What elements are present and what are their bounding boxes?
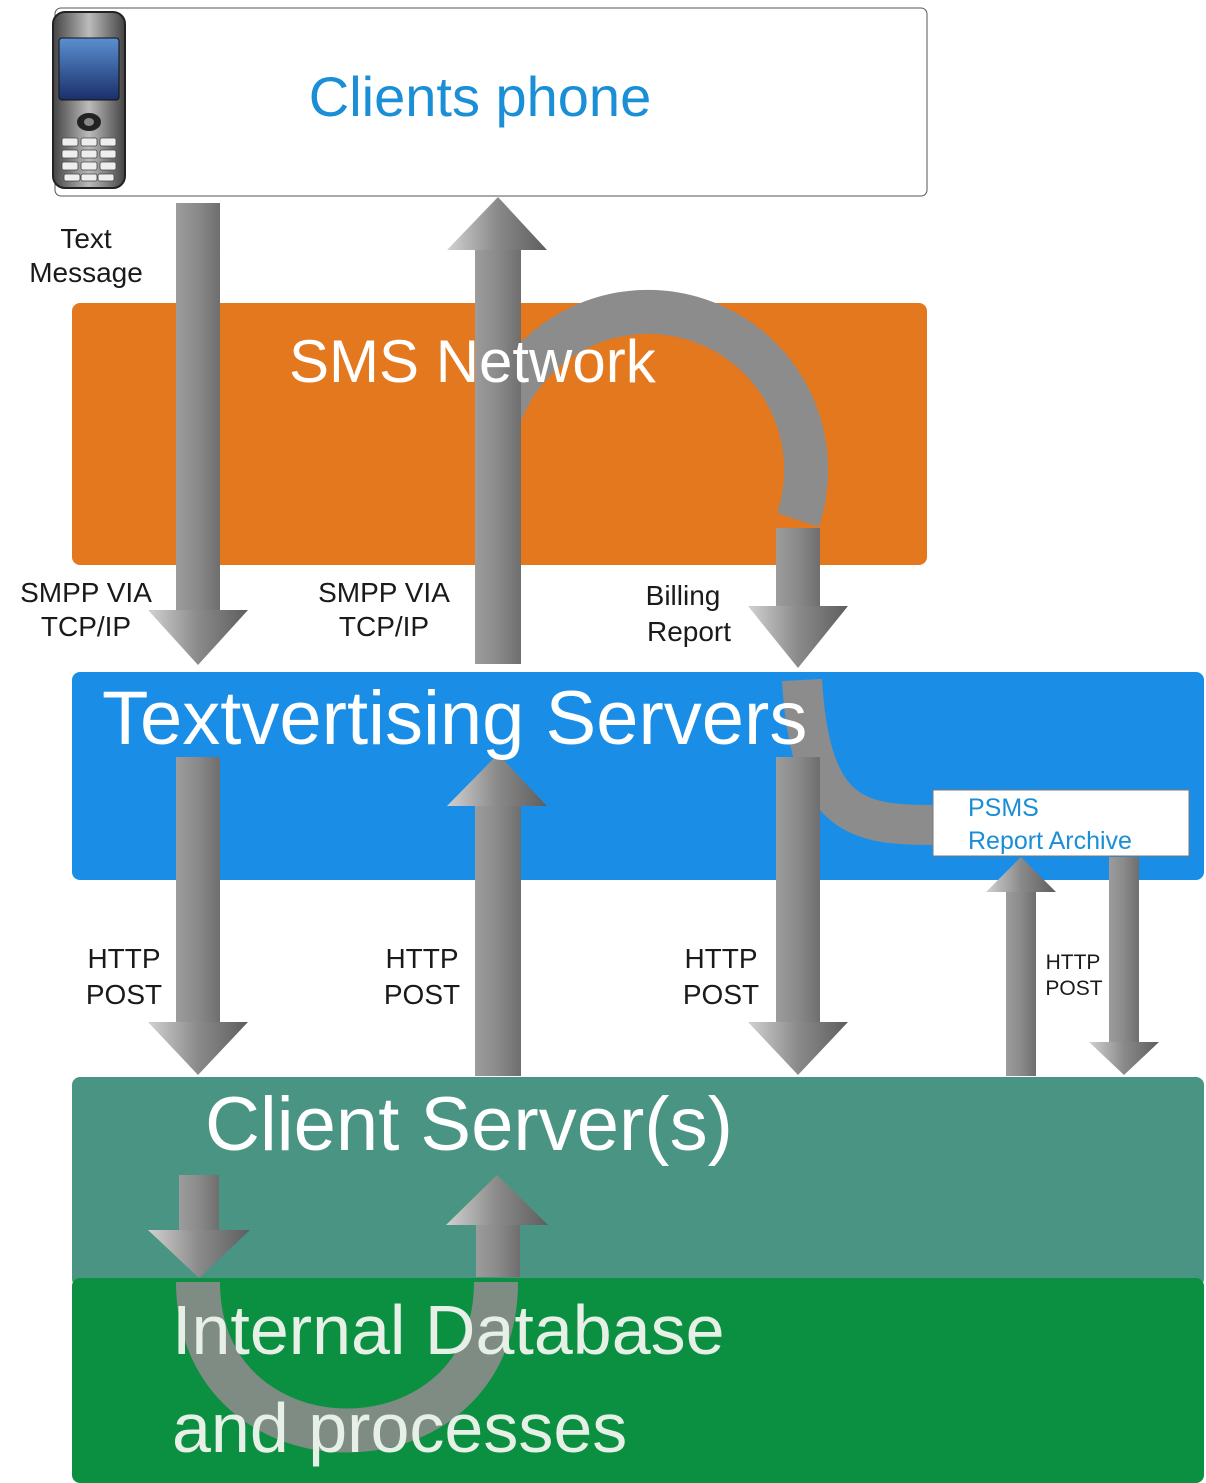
billing-report-label-line2: Report bbox=[647, 616, 731, 647]
textvertising-servers-title: Textvertising Servers bbox=[102, 676, 807, 761]
internal-database-line1: Internal Database bbox=[172, 1291, 725, 1369]
arrow-text-message-down bbox=[148, 203, 248, 665]
arrow-http-post-archive-up bbox=[986, 857, 1056, 1076]
http-post-3-label-line2: POST bbox=[683, 979, 759, 1010]
http-post-2-label-line2: POST bbox=[384, 979, 460, 1010]
arrow-http-post-3-down bbox=[748, 757, 848, 1075]
sms-network-title: SMS Network bbox=[289, 328, 657, 395]
arrow-http-post-1-down bbox=[148, 757, 248, 1075]
client-servers-box bbox=[72, 1077, 1204, 1287]
psms-archive-line2: Report Archive bbox=[968, 827, 1132, 855]
psms-report-archive-box bbox=[932, 789, 1190, 857]
psms-archive-line1: PSMS bbox=[968, 794, 1039, 822]
smpp-down-label-line1: SMPP VIA bbox=[20, 577, 152, 608]
client-servers-title: Client Server(s) bbox=[205, 1082, 733, 1167]
http-post-1-label-line2: POST bbox=[86, 979, 162, 1010]
arrow-client-to-db-down bbox=[148, 1175, 250, 1278]
http-post-2-label-line1: HTTP bbox=[385, 943, 458, 974]
text-message-label-line1: Text bbox=[60, 223, 112, 254]
smpp-up-label-line1: SMPP VIA bbox=[318, 577, 450, 608]
http-post-archive-label-line1: HTTP bbox=[1046, 951, 1101, 974]
smpp-down-label-line2: TCP/IP bbox=[41, 611, 131, 642]
clients-phone-title: Clients phone bbox=[309, 65, 651, 128]
database-loop-connector bbox=[176, 1281, 518, 1453]
mobile-phone-icon bbox=[52, 11, 126, 189]
internal-database-line2: and processes bbox=[172, 1389, 627, 1467]
billing-report-label-line1: Billing bbox=[646, 580, 721, 611]
arrow-billing-down bbox=[748, 528, 848, 668]
archive-connector bbox=[782, 678, 936, 845]
billing-arc-connector bbox=[477, 289, 829, 527]
http-post-1-label-line1: HTTP bbox=[87, 943, 160, 974]
text-message-label-line2: Message bbox=[29, 257, 143, 288]
arrow-db-to-client-up bbox=[446, 1175, 548, 1277]
arrow-http-post-archive-down bbox=[1089, 857, 1159, 1075]
smpp-up-label-line2: TCP/IP bbox=[339, 611, 429, 642]
http-post-archive-label-line2: POST bbox=[1045, 977, 1102, 1000]
arrow-http-post-2-up bbox=[447, 754, 547, 1076]
arrow-smpp-up bbox=[447, 197, 547, 664]
http-post-3-label-line1: HTTP bbox=[684, 943, 757, 974]
